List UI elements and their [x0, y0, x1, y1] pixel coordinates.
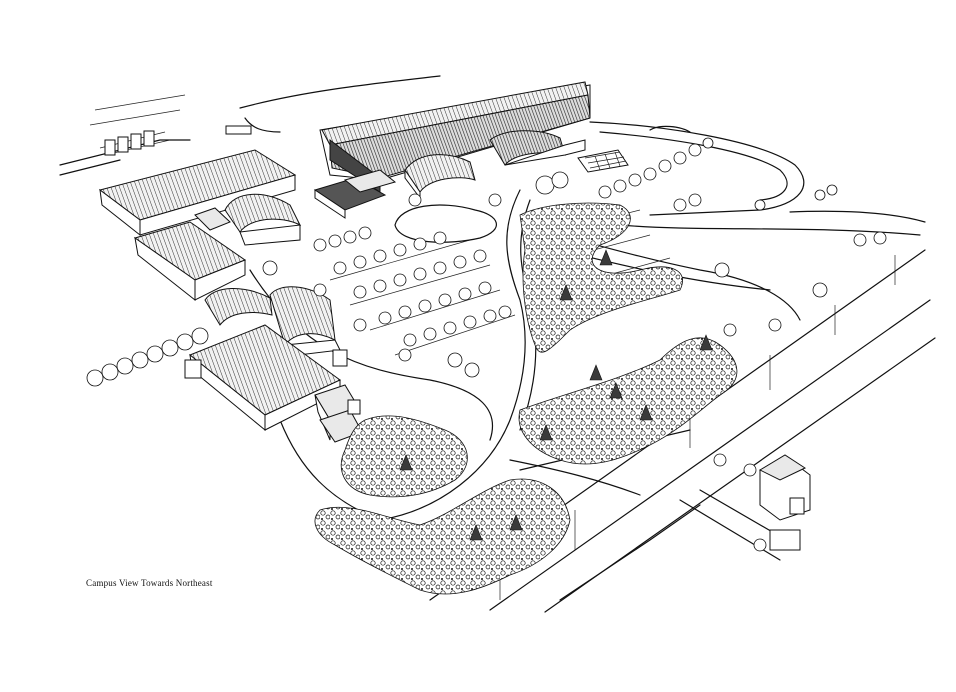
main-building: [319, 81, 591, 193]
west-building: [98, 149, 297, 237]
hangar-1: [224, 193, 302, 246]
hangar-4: [204, 288, 273, 326]
illustration-caption: Campus View Towards Northeast: [86, 578, 213, 588]
parking-shelters: [104, 125, 252, 156]
central-west-building: [133, 221, 247, 302]
south-building: [189, 324, 341, 432]
east-house: [758, 454, 811, 551]
buildings: [98, 81, 811, 551]
hangar-3: [489, 130, 586, 166]
greenhouse: [577, 149, 629, 173]
hangar-2: [404, 154, 476, 200]
trees: [86, 137, 887, 595]
